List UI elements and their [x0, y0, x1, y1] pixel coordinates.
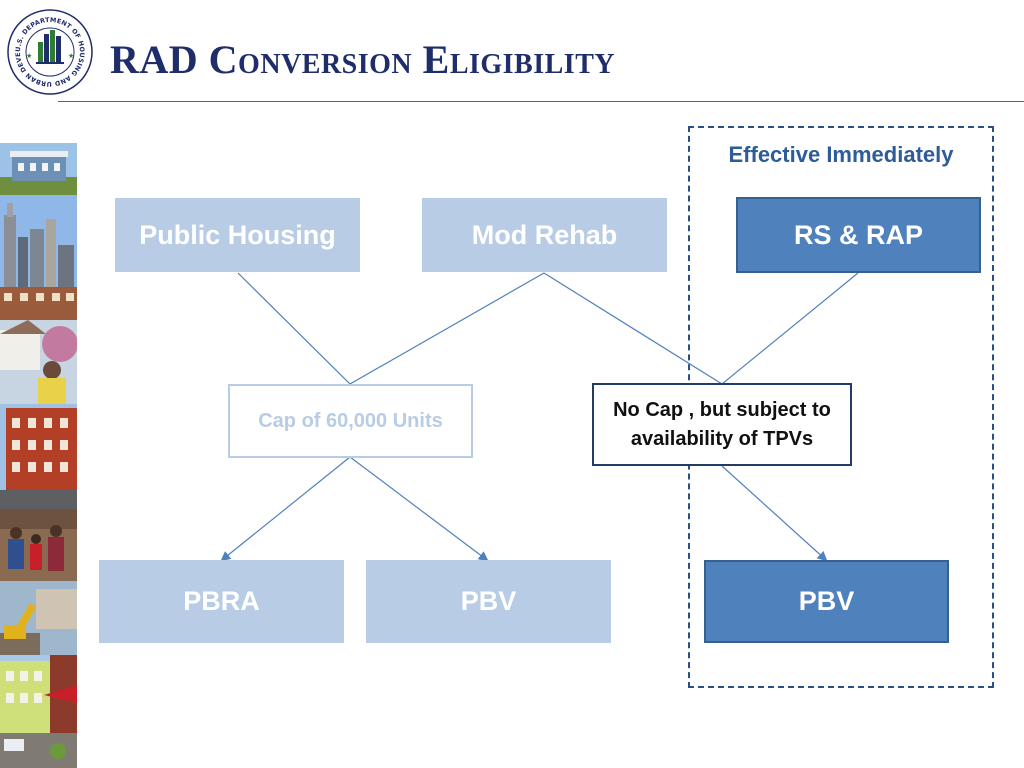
- pbra-box: PBRA: [99, 560, 344, 643]
- pbv-uncapped-box: PBV: [704, 560, 949, 643]
- hud-seal-logo: U.S. DEPARTMENT OF HOUSING AND URBAN DEV…: [6, 8, 93, 95]
- street-photo: [0, 655, 77, 768]
- house-photo: [0, 143, 77, 195]
- photo-strip: [0, 143, 77, 768]
- public-housing-box: Public Housing: [115, 198, 360, 272]
- svg-text:★: ★: [26, 52, 32, 60]
- resident-photo: [0, 320, 77, 404]
- construction-photo: [0, 581, 77, 655]
- connector-public-housing-to-cap: [237, 272, 351, 385]
- no-cap-box: No Cap , but subject to availability of …: [592, 383, 852, 466]
- effective-immediately-label: Effective Immediately: [728, 142, 954, 167]
- rs-rap-box: RS & RAP: [736, 197, 981, 273]
- arrow-cap-to-pbra: [220, 456, 351, 562]
- brick-building-photo: [0, 404, 77, 509]
- mod-rehab-box: Mod Rehab: [422, 198, 667, 272]
- cap-60000-box: Cap of 60,000 Units: [228, 384, 473, 458]
- page-title: RAD Conversion Eligibility: [110, 37, 616, 82]
- svg-text:★: ★: [68, 52, 74, 60]
- family-photo: [0, 509, 77, 581]
- city-skyline-photo: [0, 195, 77, 320]
- connector-mod-rehab-to-cap: [349, 272, 545, 385]
- title-divider: [58, 101, 1024, 102]
- arrow-cap-to-pbv: [349, 456, 489, 562]
- pbv-capped-box: PBV: [366, 560, 611, 643]
